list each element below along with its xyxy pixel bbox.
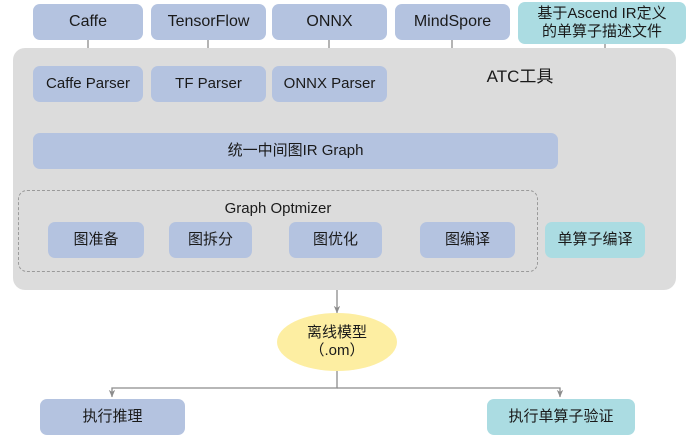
offline-model-line1: 离线模型 xyxy=(306,324,367,341)
framework-box-onnx[interactable]: ONNX xyxy=(272,4,387,40)
graph-optimizer-group xyxy=(18,190,538,272)
parser-box-onnx[interactable]: ONNX Parser xyxy=(272,66,387,102)
optimizer-stage-compile[interactable]: 图编译 xyxy=(420,222,515,258)
graph-optimizer-label: Graph Optmizer xyxy=(224,200,332,217)
offline-model-ellipse[interactable]: 离线模型 （.om） xyxy=(277,313,397,371)
output-box-single-operator-verify[interactable]: 执行单算子验证 xyxy=(487,399,635,435)
framework-box-mindspore[interactable]: MindSpore xyxy=(395,4,510,40)
parser-box-caffe[interactable]: Caffe Parser xyxy=(33,66,143,102)
single-operator-description-file-box[interactable]: 基于Ascend IR定义 的单算子描述文件 xyxy=(518,2,686,44)
optimizer-stage-prepare[interactable]: 图准备 xyxy=(48,222,144,258)
output-box-inference[interactable]: 执行推理 xyxy=(40,399,185,435)
offline-model-line2: （.om） xyxy=(309,342,365,359)
atc-tool-label: ATC工具 xyxy=(486,67,554,86)
framework-box-caffe[interactable]: Caffe xyxy=(33,4,143,40)
optimizer-stage-partition[interactable]: 图拆分 xyxy=(169,222,252,258)
single-operator-compile-box[interactable]: 单算子编译 xyxy=(545,222,645,258)
parser-box-tf[interactable]: TF Parser xyxy=(151,66,266,102)
ir-graph-box[interactable]: 统一中间图IR Graph xyxy=(33,133,558,169)
framework-box-tensorflow[interactable]: TensorFlow xyxy=(151,4,266,40)
optimizer-stage-optimize[interactable]: 图优化 xyxy=(289,222,382,258)
